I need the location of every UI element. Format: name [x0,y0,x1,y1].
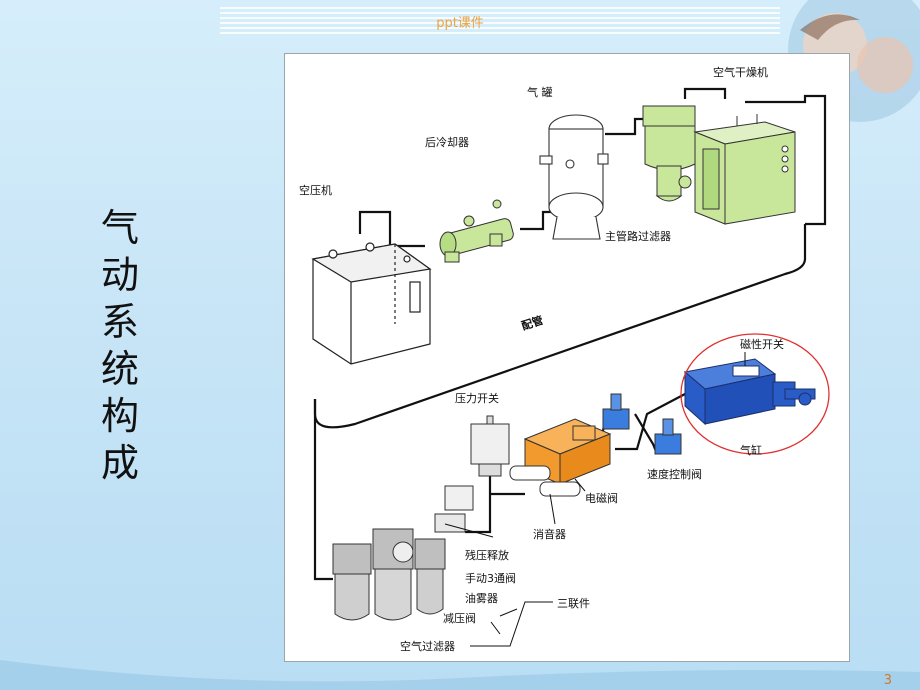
highlight-circle [680,333,830,455]
header-stripes [220,7,780,34]
pressure-switch [470,415,510,477]
label-compressor: 空压机 [299,183,332,197]
title-char: 气 [100,206,139,250]
page-number: 3 [883,673,892,688]
speed-control-valves [602,393,682,455]
label-main-filter: 主管路过滤器 [605,229,671,243]
cylinder [683,358,816,426]
main-line-filter [642,105,696,202]
label-residual-release: 残压释放 [465,548,509,562]
solenoid-valve [509,418,612,497]
leader-lines [444,352,746,647]
labels: 空压机 后冷却器 气 罐 空气干燥机 主管路过滤器 磁性开关 压力开关 气缸 速… [299,65,784,653]
label-regulator: 减压阀 [443,611,476,625]
label-frl-unit: 三联件 [557,597,590,610]
label-tank: 气 罐 [527,85,553,99]
piping-label-group: 配管 [520,313,545,333]
diagram-canvas: 配管 [299,65,830,653]
air-compressor [311,242,432,365]
label-lubricator: 油雾器 [465,591,498,605]
label-air-filter: 空气过滤器 [400,639,455,653]
label-aftercooler: 后冷却器 [425,136,469,149]
label-magnetic-switch: 磁性开关 [740,337,784,351]
pneumatic-system-diagram: 配管 [284,53,850,662]
title-char: 成 [100,441,139,485]
page-title: 气 动 系 统 构 成 [98,205,142,487]
title-char: 系 [100,300,139,344]
header-source-text: ppt课件 [436,16,484,31]
air-tank [539,114,609,240]
label-solenoid-valve: 电磁阀 [585,491,618,505]
label-cylinder: 气缸 [740,443,762,457]
air-dryer [693,114,796,225]
title-char: 统 [100,347,139,391]
frl-unit [332,485,474,621]
aftercooler [439,199,514,263]
label-silencer: 消音器 [533,527,566,541]
label-speed-control-valve: 速度控制阀 [647,467,702,481]
label-manual-3way-valve: 手动3通阀 [465,571,516,585]
bottom-wave [0,660,920,690]
label-pressure-switch: 压力开关 [455,391,499,405]
piping-label: 配管 [520,313,545,333]
title-char: 构 [100,394,139,438]
title-char: 动 [100,253,139,297]
label-air-dryer: 空气干燥机 [713,65,768,79]
